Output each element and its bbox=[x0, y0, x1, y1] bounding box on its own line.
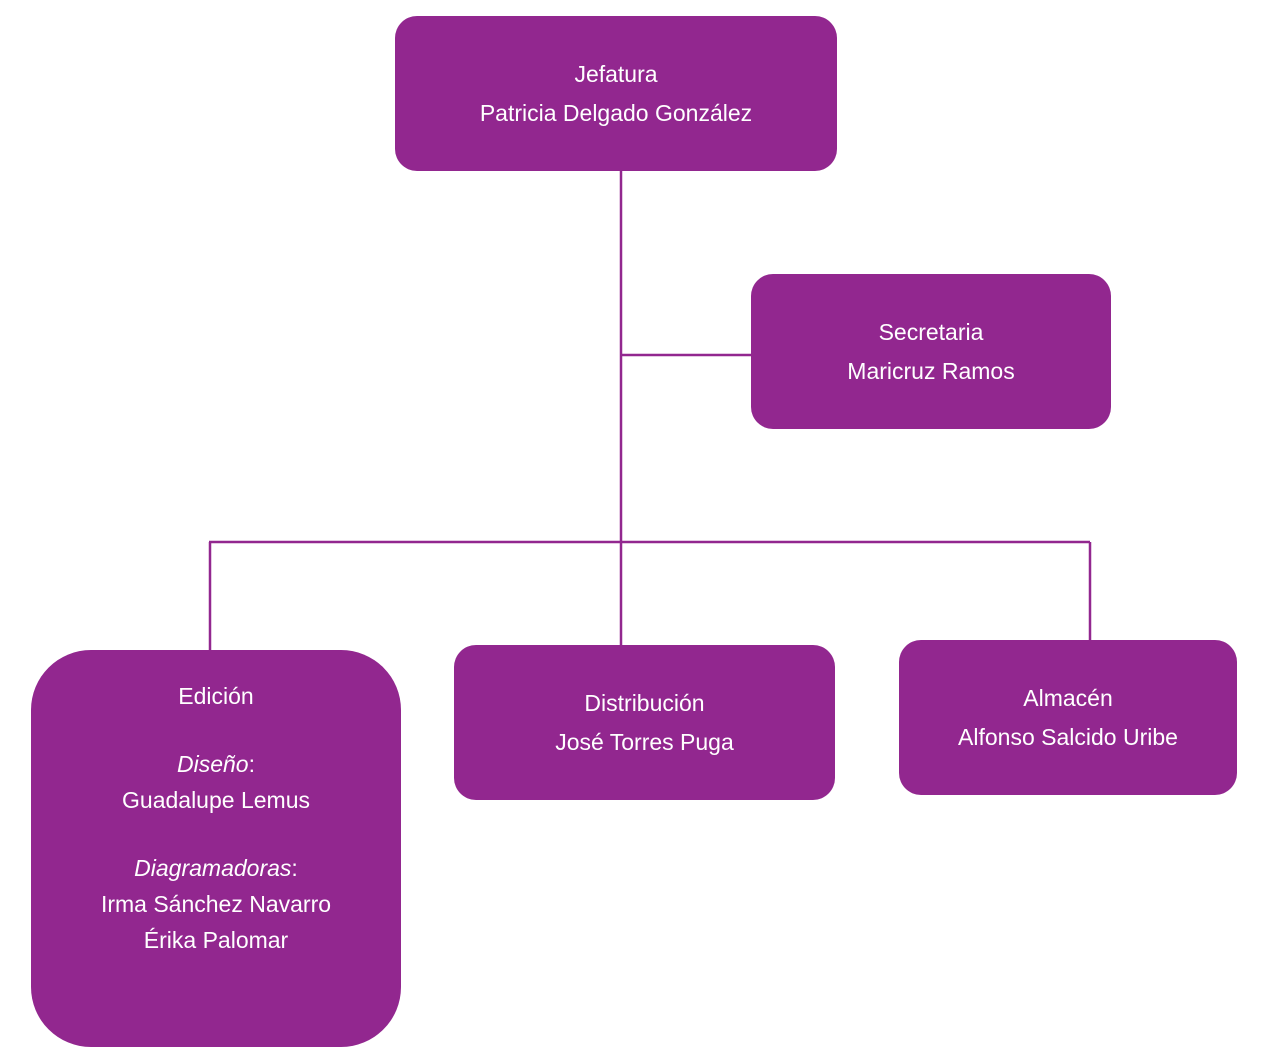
secretaria-person: Maricruz Ramos bbox=[847, 357, 1015, 384]
edicion-design-role: Diseño: bbox=[177, 751, 255, 777]
distribucion-title: Distribución bbox=[584, 689, 705, 716]
distribucion-box: Distribución José Torres Puga bbox=[454, 645, 835, 800]
edicion-design-label: Diseño bbox=[177, 751, 249, 777]
almacen-title: Almacén bbox=[1023, 684, 1113, 711]
edicion-layout-person: Érika Palomar bbox=[143, 927, 289, 953]
secretaria-box: Secretaria Maricruz Ramos bbox=[751, 274, 1111, 429]
jefatura-person: Patricia Delgado González bbox=[479, 99, 753, 126]
edicion-box: Edición Diseño: Guadalupe Lemus Diagrama… bbox=[31, 650, 401, 1047]
jefatura-title: Jefatura bbox=[574, 60, 658, 87]
edicion-title: Edición bbox=[178, 683, 254, 709]
almacen-box: Almacén Alfonso Salcido Uribe bbox=[899, 640, 1237, 795]
edicion-layout-label: Diagramadoras bbox=[134, 855, 292, 881]
edicion-layout-role: Diagramadoras: bbox=[134, 855, 298, 881]
edicion-design-person: Guadalupe Lemus bbox=[122, 787, 310, 813]
almacen-person: Alfonso Salcido Uribe bbox=[958, 723, 1178, 750]
secretaria-title: Secretaria bbox=[878, 318, 984, 345]
edicion-layout-person: Irma Sánchez Navarro bbox=[100, 891, 332, 917]
distribucion-person: José Torres Puga bbox=[555, 728, 734, 755]
jefatura-box: Jefatura Patricia Delgado González bbox=[395, 16, 837, 171]
